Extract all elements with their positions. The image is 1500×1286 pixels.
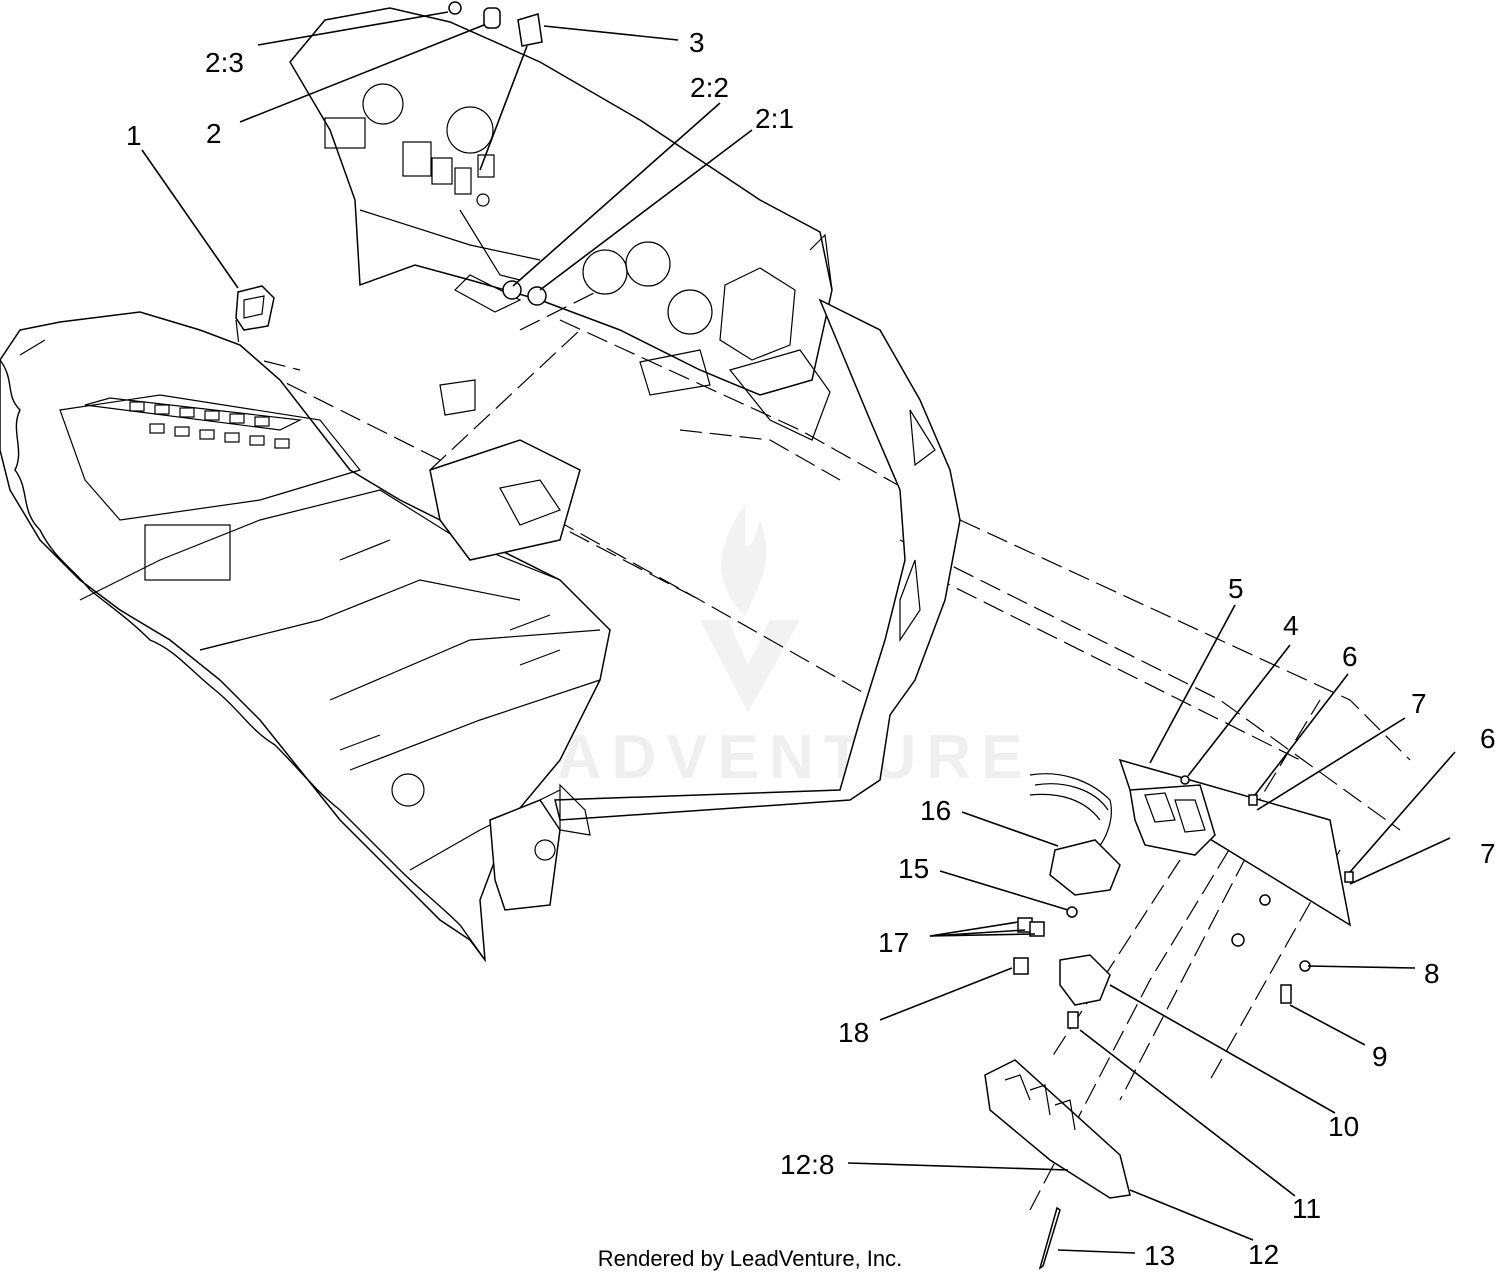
- callout-16: 16: [920, 795, 951, 826]
- callout-1: 1: [126, 120, 142, 151]
- rocker-switch: [235, 285, 275, 331]
- callout-11: 11: [1292, 1193, 1321, 1224]
- callout-9: 9: [1372, 1041, 1388, 1072]
- callout-2-2: 2:2: [690, 72, 729, 103]
- callout-2: 2: [206, 118, 222, 149]
- callout-15: 15: [898, 853, 929, 884]
- leader-lines: [141, 11, 1456, 1254]
- render-credit: Rendered by LeadVenture, Inc.: [598, 1246, 903, 1271]
- callout-2-1: 2:1: [755, 103, 794, 134]
- callout-labels: 2:3 2 3 2:2 2:1 1 5 4 6 7 6 7 16 15 17 8…: [126, 27, 1496, 1271]
- callout-12-8: 12:8: [780, 1149, 835, 1180]
- callout-5: 5: [1228, 573, 1244, 604]
- callout-6-a: 6: [1342, 641, 1358, 672]
- relay-bracket-assembly: [1059, 758, 1354, 1029]
- callout-4: 4: [1283, 610, 1299, 641]
- callout-2-3: 2:3: [205, 47, 244, 78]
- vent-grid: [84, 397, 303, 449]
- wire-harness: [1013, 773, 1121, 975]
- relay-cover: [984, 1059, 1131, 1270]
- callout-12: 12: [1248, 1239, 1279, 1270]
- floor-deck: [0, 311, 611, 963]
- dash-console: [289, 7, 833, 441]
- side-panel: [554, 298, 961, 836]
- callout-18: 18: [838, 1017, 869, 1048]
- cross-member: [429, 349, 711, 561]
- callout-7-a: 7: [1411, 688, 1427, 719]
- callout-8: 8: [1424, 958, 1440, 989]
- panel-hardware: [448, 1, 547, 306]
- callout-6-b: 6: [1480, 723, 1496, 754]
- callout-13: 13: [1144, 1240, 1175, 1271]
- callout-7-b: 7: [1480, 838, 1496, 869]
- callout-17: 17: [878, 927, 909, 958]
- callout-10: 10: [1328, 1111, 1359, 1142]
- callout-3: 3: [689, 27, 705, 58]
